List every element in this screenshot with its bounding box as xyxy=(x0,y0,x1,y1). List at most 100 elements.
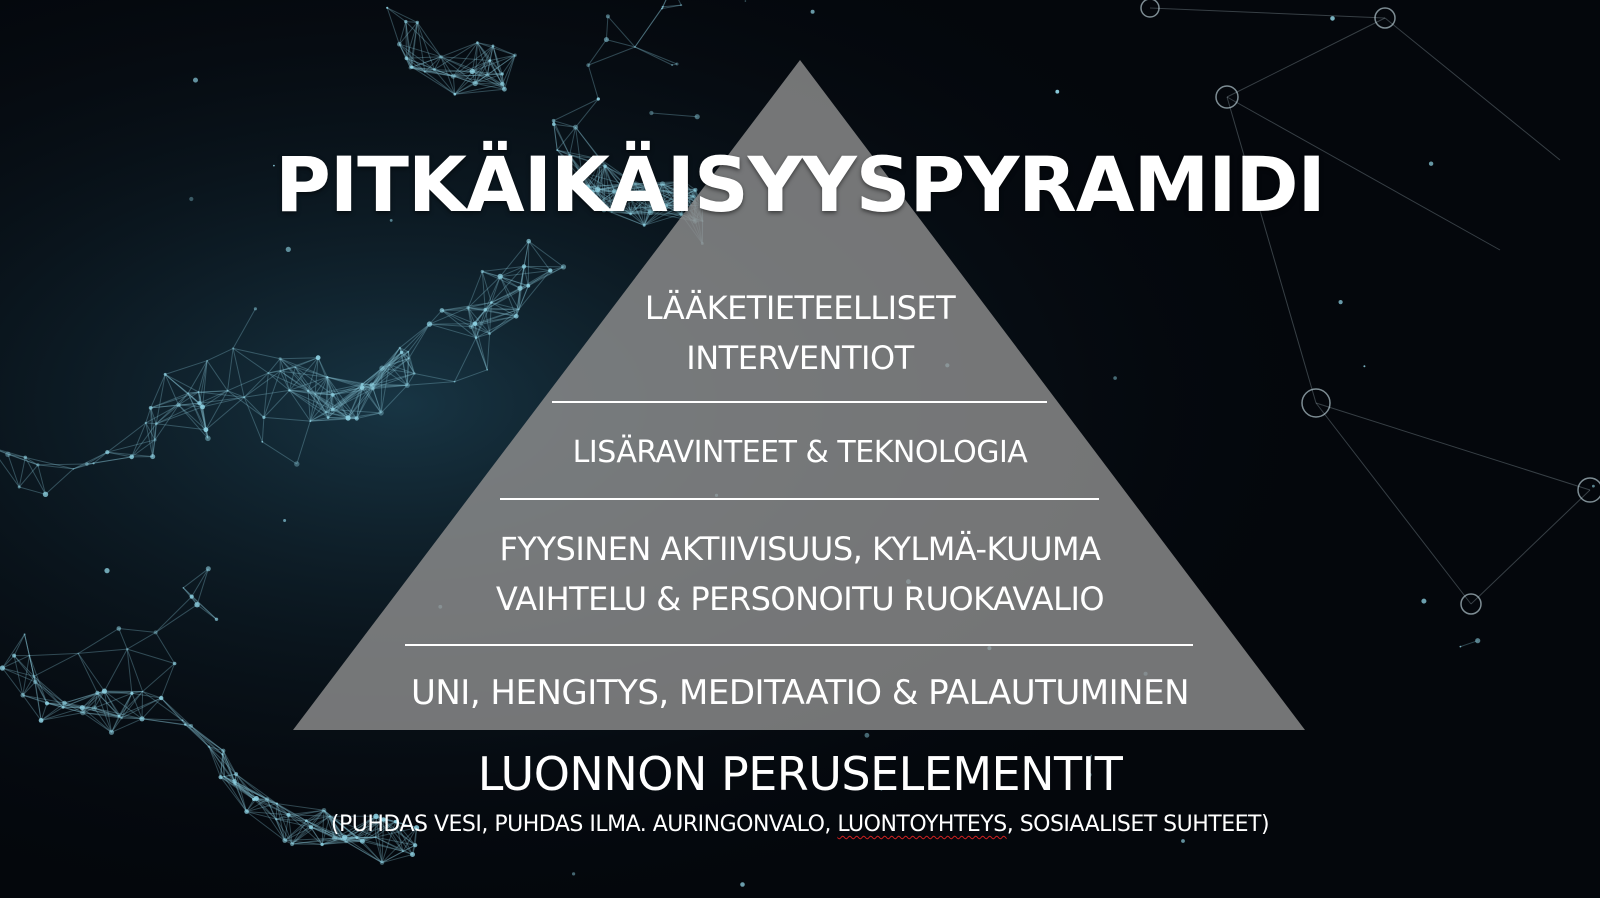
network-link xyxy=(399,347,408,386)
network-link xyxy=(93,692,98,709)
network-link xyxy=(454,83,503,95)
network-link xyxy=(515,266,525,317)
network-link xyxy=(627,195,645,226)
network-link xyxy=(152,439,156,457)
network-link xyxy=(155,632,176,664)
network-link xyxy=(24,457,46,495)
network-link xyxy=(440,56,454,77)
network-link xyxy=(664,181,685,207)
network-link xyxy=(289,389,327,413)
network-dot xyxy=(5,451,11,457)
network-dot xyxy=(644,185,649,189)
network-link xyxy=(46,702,64,708)
network-link xyxy=(429,310,443,325)
network-link xyxy=(156,406,203,425)
network-dot xyxy=(597,156,604,162)
network-link xyxy=(646,186,666,207)
network-link xyxy=(371,352,402,386)
network-link xyxy=(597,166,606,190)
network-link xyxy=(453,73,503,77)
network-link xyxy=(399,347,410,359)
network-link xyxy=(587,39,607,66)
network-link xyxy=(291,820,307,845)
network-link xyxy=(481,271,492,303)
network-link xyxy=(235,773,255,800)
network-link xyxy=(222,754,236,782)
network-link xyxy=(322,837,357,845)
network-dot xyxy=(321,808,327,813)
network-link xyxy=(603,209,645,226)
network-link xyxy=(19,486,46,495)
network-link xyxy=(279,370,290,391)
network-link xyxy=(389,364,415,374)
network-link xyxy=(77,653,98,694)
network-link xyxy=(405,21,413,68)
network-dot xyxy=(244,809,249,814)
network-link xyxy=(630,183,636,214)
network-link xyxy=(453,75,503,85)
network-link xyxy=(383,819,404,852)
network-link xyxy=(356,821,396,839)
network-link xyxy=(470,326,477,338)
network-link xyxy=(33,676,42,721)
network-dot xyxy=(275,802,278,805)
network-link xyxy=(0,450,39,466)
network-link xyxy=(289,389,309,392)
network-link xyxy=(429,307,469,325)
network-link xyxy=(13,634,26,656)
network-dot xyxy=(290,841,295,847)
network-link xyxy=(381,367,408,386)
network-link xyxy=(603,209,651,213)
network-link xyxy=(325,411,349,419)
network-dot xyxy=(226,389,229,392)
network-link xyxy=(487,74,503,85)
network-link xyxy=(356,819,384,839)
network-link xyxy=(40,702,65,721)
network-link xyxy=(288,814,312,828)
network-link xyxy=(295,366,328,378)
network-link xyxy=(406,358,410,386)
network-dot xyxy=(360,382,364,386)
network-dot xyxy=(1086,772,1092,778)
network-link xyxy=(341,836,376,840)
network-link xyxy=(341,815,377,840)
network-link xyxy=(356,815,377,838)
network-dot xyxy=(253,307,257,311)
network-link xyxy=(131,693,143,719)
network-link xyxy=(255,798,286,841)
network-dot xyxy=(491,44,495,48)
network-link xyxy=(475,302,492,338)
network-dot xyxy=(585,184,590,189)
network-dot xyxy=(404,382,410,388)
network-link xyxy=(155,392,189,425)
network-link xyxy=(82,707,122,719)
network-dot xyxy=(402,850,404,853)
network-link xyxy=(267,358,281,374)
network-link xyxy=(434,69,473,72)
network-link xyxy=(182,719,224,752)
network-link xyxy=(375,821,396,838)
network-link xyxy=(276,803,289,816)
network-link xyxy=(587,64,599,100)
base-title: LUONNON PERUSELEMENTIT xyxy=(477,747,1123,801)
network-link xyxy=(475,73,503,84)
network-link xyxy=(592,191,631,215)
network-dot xyxy=(125,647,129,651)
network-link xyxy=(375,837,383,863)
network-dot xyxy=(44,701,50,706)
network-link xyxy=(329,815,376,838)
network-link xyxy=(206,360,229,391)
network-link xyxy=(395,821,413,855)
network-link xyxy=(280,366,296,372)
network-link xyxy=(375,827,417,838)
network-link xyxy=(424,71,456,95)
network-link xyxy=(46,702,95,709)
network-link xyxy=(126,649,133,694)
network-link xyxy=(375,819,385,838)
network-link xyxy=(276,803,286,841)
network-link xyxy=(326,376,349,419)
network-link xyxy=(208,746,225,777)
network-link xyxy=(22,694,64,708)
network-dot xyxy=(432,68,436,72)
network-link xyxy=(154,404,180,441)
